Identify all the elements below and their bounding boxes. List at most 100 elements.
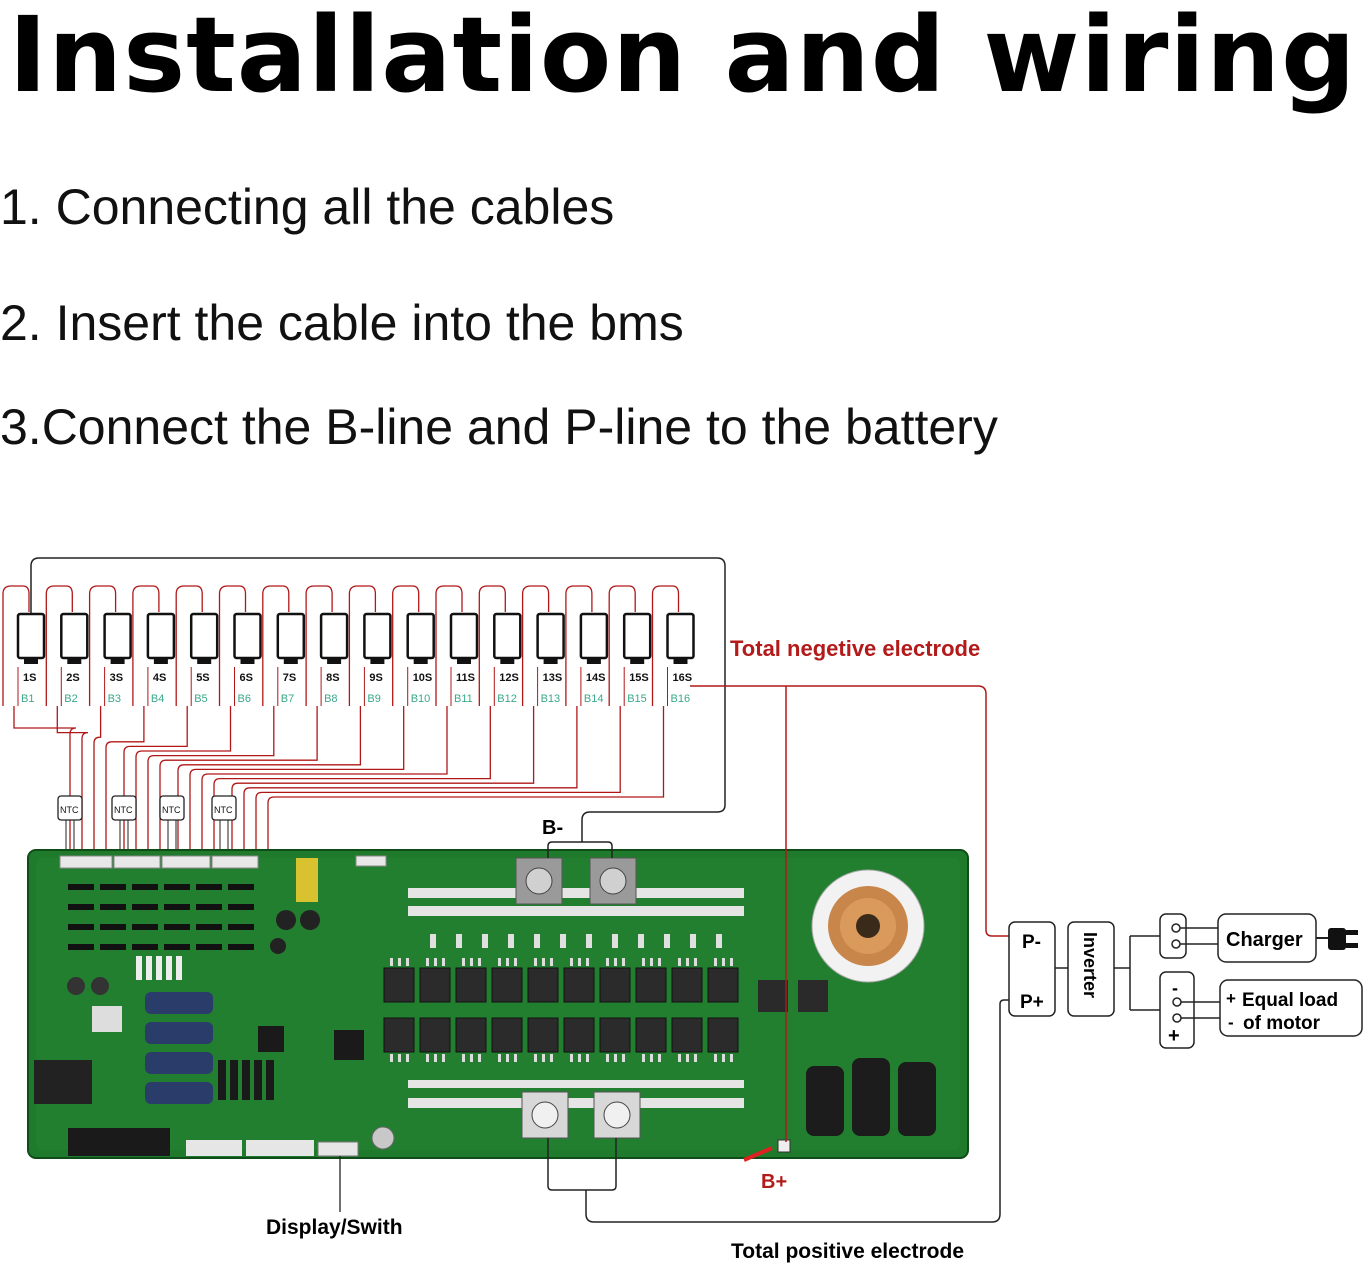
balance-wire bbox=[231, 706, 535, 854]
cell-balance-label: B6 bbox=[238, 693, 251, 705]
balance-loop bbox=[435, 585, 463, 706]
balance-loop bbox=[521, 585, 550, 706]
cell-balance-label: B12 bbox=[497, 693, 517, 705]
p-terminal-box bbox=[1008, 921, 1056, 1017]
balance-loop bbox=[2, 585, 30, 706]
total-positive-label: Total positive electrode bbox=[731, 1240, 964, 1263]
ntc-sensor: NTC bbox=[211, 795, 237, 854]
ntc-sensor: NTC bbox=[111, 795, 137, 854]
load-socket bbox=[1159, 971, 1195, 1049]
balance-wire bbox=[147, 706, 275, 854]
balance-wire bbox=[105, 706, 145, 854]
cell-series-label: 12S bbox=[499, 672, 519, 684]
cell-series-label: 3S bbox=[110, 672, 123, 684]
cell-balance-label: B3 bbox=[108, 693, 121, 705]
balance-loop bbox=[392, 585, 420, 706]
ntc-label: NTC bbox=[60, 805, 79, 815]
load-label-1: Equal load bbox=[1242, 990, 1338, 1011]
ntc-sensors: NTC NTC NTC NTC bbox=[57, 795, 237, 854]
battery-cell: 4S B4 bbox=[146, 612, 176, 706]
cell-balance-label: B7 bbox=[281, 693, 294, 705]
balance-wire bbox=[56, 706, 89, 854]
cell-balance-label: B11 bbox=[454, 693, 473, 705]
balance-loop bbox=[262, 585, 290, 706]
step-3: 3.Connect the B-line and P-line to the b… bbox=[0, 399, 998, 455]
battery-cell: 15S B15 bbox=[622, 612, 652, 706]
ntc-label: NTC bbox=[162, 805, 181, 815]
balance-wire bbox=[189, 706, 405, 854]
balance-wire bbox=[123, 706, 188, 854]
load-minus-mark: - bbox=[1228, 1013, 1234, 1032]
total-negative-label: Total negetive electrode bbox=[730, 636, 980, 661]
cell-series-label: 4S bbox=[153, 672, 166, 684]
battery-cell: 11S B11 bbox=[449, 612, 479, 706]
balance-loop bbox=[651, 585, 680, 706]
balance-loop bbox=[132, 585, 160, 706]
battery-cell: 14S B14 bbox=[579, 612, 609, 706]
bms-board bbox=[27, 849, 969, 1159]
cell-series-label: 2S bbox=[66, 672, 79, 684]
cell-series-label: 14S bbox=[586, 672, 606, 684]
cell-series-label: 15S bbox=[629, 672, 649, 684]
balance-wire bbox=[213, 706, 491, 854]
balance-loop bbox=[348, 585, 377, 706]
cell-series-label: 1S bbox=[23, 672, 36, 684]
balance-wire bbox=[201, 706, 448, 854]
total-positive-cable bbox=[585, 999, 1018, 1223]
load-plus-mark: + bbox=[1226, 989, 1236, 1008]
cell-balance-label: B9 bbox=[367, 693, 380, 705]
cell-balance-label: B14 bbox=[584, 693, 604, 705]
plug-icon bbox=[1316, 928, 1358, 950]
inverter-box bbox=[1067, 921, 1115, 1017]
cell-balance-label: B16 bbox=[671, 693, 691, 705]
b-minus-label: B- bbox=[542, 817, 563, 839]
balance-loop bbox=[175, 585, 203, 706]
battery-cell: 12S B12 bbox=[493, 612, 522, 706]
balance-wire bbox=[159, 706, 318, 854]
cell-series-label: 8S bbox=[326, 672, 339, 684]
load-label-2: of motor bbox=[1243, 1013, 1321, 1034]
balance-loop bbox=[305, 585, 333, 706]
cell-balance-label: B4 bbox=[151, 693, 164, 705]
balance-loop bbox=[608, 585, 636, 706]
cell-balance-label: B5 bbox=[194, 693, 207, 705]
ntc-sensor: NTC bbox=[57, 795, 83, 854]
p-minus-label: P- bbox=[1022, 932, 1041, 953]
p-minus-red-wire bbox=[690, 685, 1016, 937]
b-plus-label: B+ bbox=[761, 1171, 787, 1193]
battery-cell: 1S B1 bbox=[16, 612, 46, 706]
balance-loop bbox=[218, 585, 247, 706]
charger-socket bbox=[1159, 913, 1187, 959]
balance-wire bbox=[243, 706, 578, 854]
balance-loop bbox=[45, 585, 73, 706]
battery-cell: 8S B8 bbox=[319, 612, 349, 706]
step-1: 1. Connecting all the cables bbox=[0, 179, 615, 235]
balance-wire bbox=[93, 706, 102, 854]
charger-label: Charger bbox=[1226, 929, 1303, 951]
ntc-label: NTC bbox=[214, 805, 233, 815]
b-plus-red-lead bbox=[743, 1146, 773, 1162]
balance-wire bbox=[255, 706, 621, 854]
inverter-branch bbox=[1114, 935, 1160, 1011]
cell-balance-label: B15 bbox=[627, 693, 647, 705]
cell-balance-label: B10 bbox=[411, 693, 431, 705]
balance-loop bbox=[565, 585, 593, 706]
cell-series-label: 7S bbox=[283, 672, 296, 684]
cell-series-label: 9S bbox=[369, 672, 382, 684]
battery-cell: 7S B7 bbox=[276, 612, 306, 706]
balance-wire bbox=[177, 706, 362, 854]
load-box bbox=[1219, 979, 1363, 1037]
cell-balance-label: B8 bbox=[324, 693, 337, 705]
cell-series-label: 11S bbox=[456, 672, 475, 684]
balance-loop bbox=[88, 585, 117, 706]
balance-wires bbox=[2, 585, 680, 854]
page-title: Installation and wiring bbox=[8, 0, 1357, 116]
display-switch-label: Display/Swith bbox=[266, 1216, 403, 1239]
battery-cells: 1SB12SB23SB34SB45SB56SB67SB78SB89SB910SB… bbox=[16, 612, 695, 706]
cell-balance-label: B1 bbox=[21, 693, 34, 705]
